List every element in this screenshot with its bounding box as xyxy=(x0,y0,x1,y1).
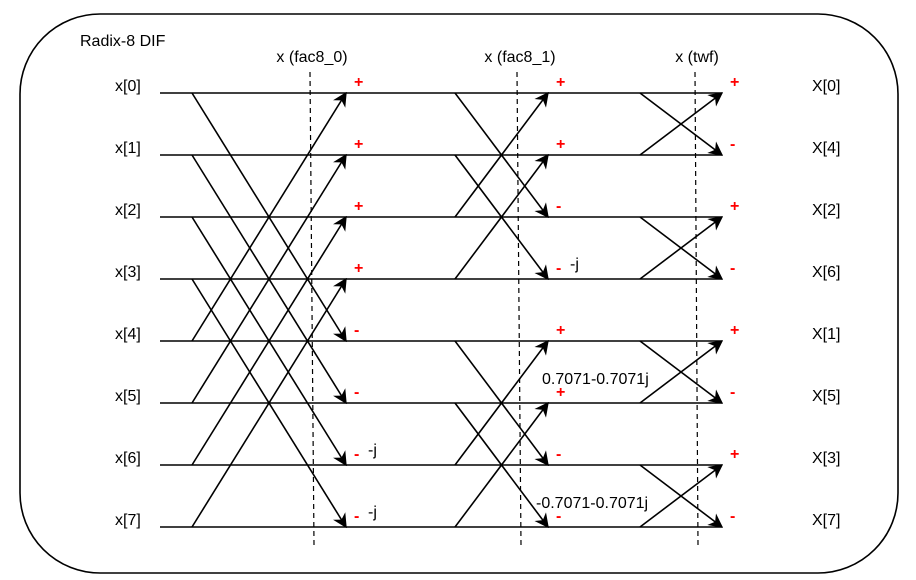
sign-stage2-row4: + xyxy=(730,322,739,339)
output-label: X[2] xyxy=(812,202,840,219)
input-label: x[6] xyxy=(115,450,141,467)
stage-divider-fac8-0 xyxy=(309,71,315,546)
sign-stage0-row4: - xyxy=(354,322,359,339)
sign-stage1-row4: + xyxy=(556,322,565,339)
sign-stage1-row2: - xyxy=(556,198,561,215)
input-label: x[2] xyxy=(115,202,141,219)
butterfly-arrow-stage2-3-to-2 xyxy=(639,216,724,280)
output-label: X[3] xyxy=(812,450,840,467)
butterfly-arrow-stage0-7-to-3 xyxy=(191,277,347,528)
stage-divider-twf xyxy=(694,71,699,546)
stage-label-twf: x (twf) xyxy=(675,49,719,66)
butterfly-arrow-stage0-6-to-2 xyxy=(191,215,347,466)
butterfly-arrow-stage1-7-to-5 xyxy=(454,401,549,528)
input-label: x[5] xyxy=(115,388,141,405)
output-label: X[7] xyxy=(812,512,840,529)
butterfly-arrow-stage2-1-to-0 xyxy=(639,92,724,156)
output-label: X[5] xyxy=(812,388,840,405)
sign-labels: ++++----j--j++---j++--+-+-+-+-0.7071-0.7… xyxy=(354,74,739,525)
sign-stage2-row3: - xyxy=(730,260,735,277)
input-label: x[1] xyxy=(115,140,141,157)
butterfly-arrow-stage0-4-to-0 xyxy=(191,91,347,342)
sign-stage2-row2: + xyxy=(730,198,739,215)
stage-dividers xyxy=(309,71,699,546)
twf-twiddle-label-row5: 0.7071-0.7071j xyxy=(542,371,649,388)
twiddle-stage0-row7: -j xyxy=(368,504,377,521)
diagram-frame xyxy=(19,13,899,574)
sign-stage0-row0: + xyxy=(354,74,363,91)
stage-divider-fac8-1 xyxy=(516,71,522,546)
output-label: X[0] xyxy=(812,78,840,95)
sign-stage1-row3: - xyxy=(556,260,561,277)
wires xyxy=(160,91,724,529)
stage-label-fac8-0: x (fac8_0) xyxy=(276,49,347,66)
twf-twiddle-label-row7: -0.7071-0.7071j xyxy=(536,495,648,512)
butterfly-arrow-stage2-7-to-6 xyxy=(639,464,724,528)
twiddle-stage0-row6: -j xyxy=(368,442,377,459)
output-label: X[6] xyxy=(812,264,840,281)
sign-stage1-row5: + xyxy=(556,384,565,401)
output-label: X[4] xyxy=(812,140,840,157)
sign-stage1-row1: + xyxy=(556,136,565,153)
sign-stage0-row1: + xyxy=(354,136,363,153)
stage-label-fac8-1: x (fac8_1) xyxy=(484,49,555,66)
output-label: X[1] xyxy=(812,326,840,343)
butterfly-arrow-stage0-5-to-1 xyxy=(191,153,347,404)
sign-stage0-row5: - xyxy=(354,384,359,401)
input-label: x[4] xyxy=(115,326,141,343)
io-labels: x[0] x[1] x[2] x[3] x[4] x[5] x[6] x[7] X[0] X[4]… xyxy=(115,78,840,529)
sign-stage2-row0: + xyxy=(730,74,739,91)
input-label: x[3] xyxy=(115,264,141,281)
sign-stage0-row7: - xyxy=(354,508,359,525)
sign-stage2-row6: + xyxy=(730,446,739,463)
sign-stage2-row7: - xyxy=(730,508,735,525)
butterfly-arrow-stage2-5-to-4 xyxy=(639,340,724,404)
input-label: x[0] xyxy=(115,78,141,95)
sign-stage1-row6: - xyxy=(556,446,561,463)
input-label: x[7] xyxy=(115,512,141,529)
sign-stage0-row2: + xyxy=(354,198,363,215)
twiddle-stage1-row3: -j xyxy=(570,256,579,273)
sign-stage2-row1: - xyxy=(730,136,735,153)
butterfly-arrow-stage1-6-to-4 xyxy=(454,339,549,466)
butterfly-arrow-stage1-2-to-0 xyxy=(454,91,549,218)
sign-stage2-row5: - xyxy=(730,384,735,401)
butterfly-arrow-stage1-3-to-1 xyxy=(454,153,549,280)
sign-stage0-row6: - xyxy=(354,446,359,463)
diagram-title: Radix-8 DIF xyxy=(80,33,166,50)
sign-stage0-row3: + xyxy=(354,260,363,277)
stage-labels: x (fac8_0) x (fac8_1) x (twf) xyxy=(276,49,718,66)
sign-stage1-row7: - xyxy=(556,508,561,525)
sign-stage1-row0: + xyxy=(556,74,565,91)
